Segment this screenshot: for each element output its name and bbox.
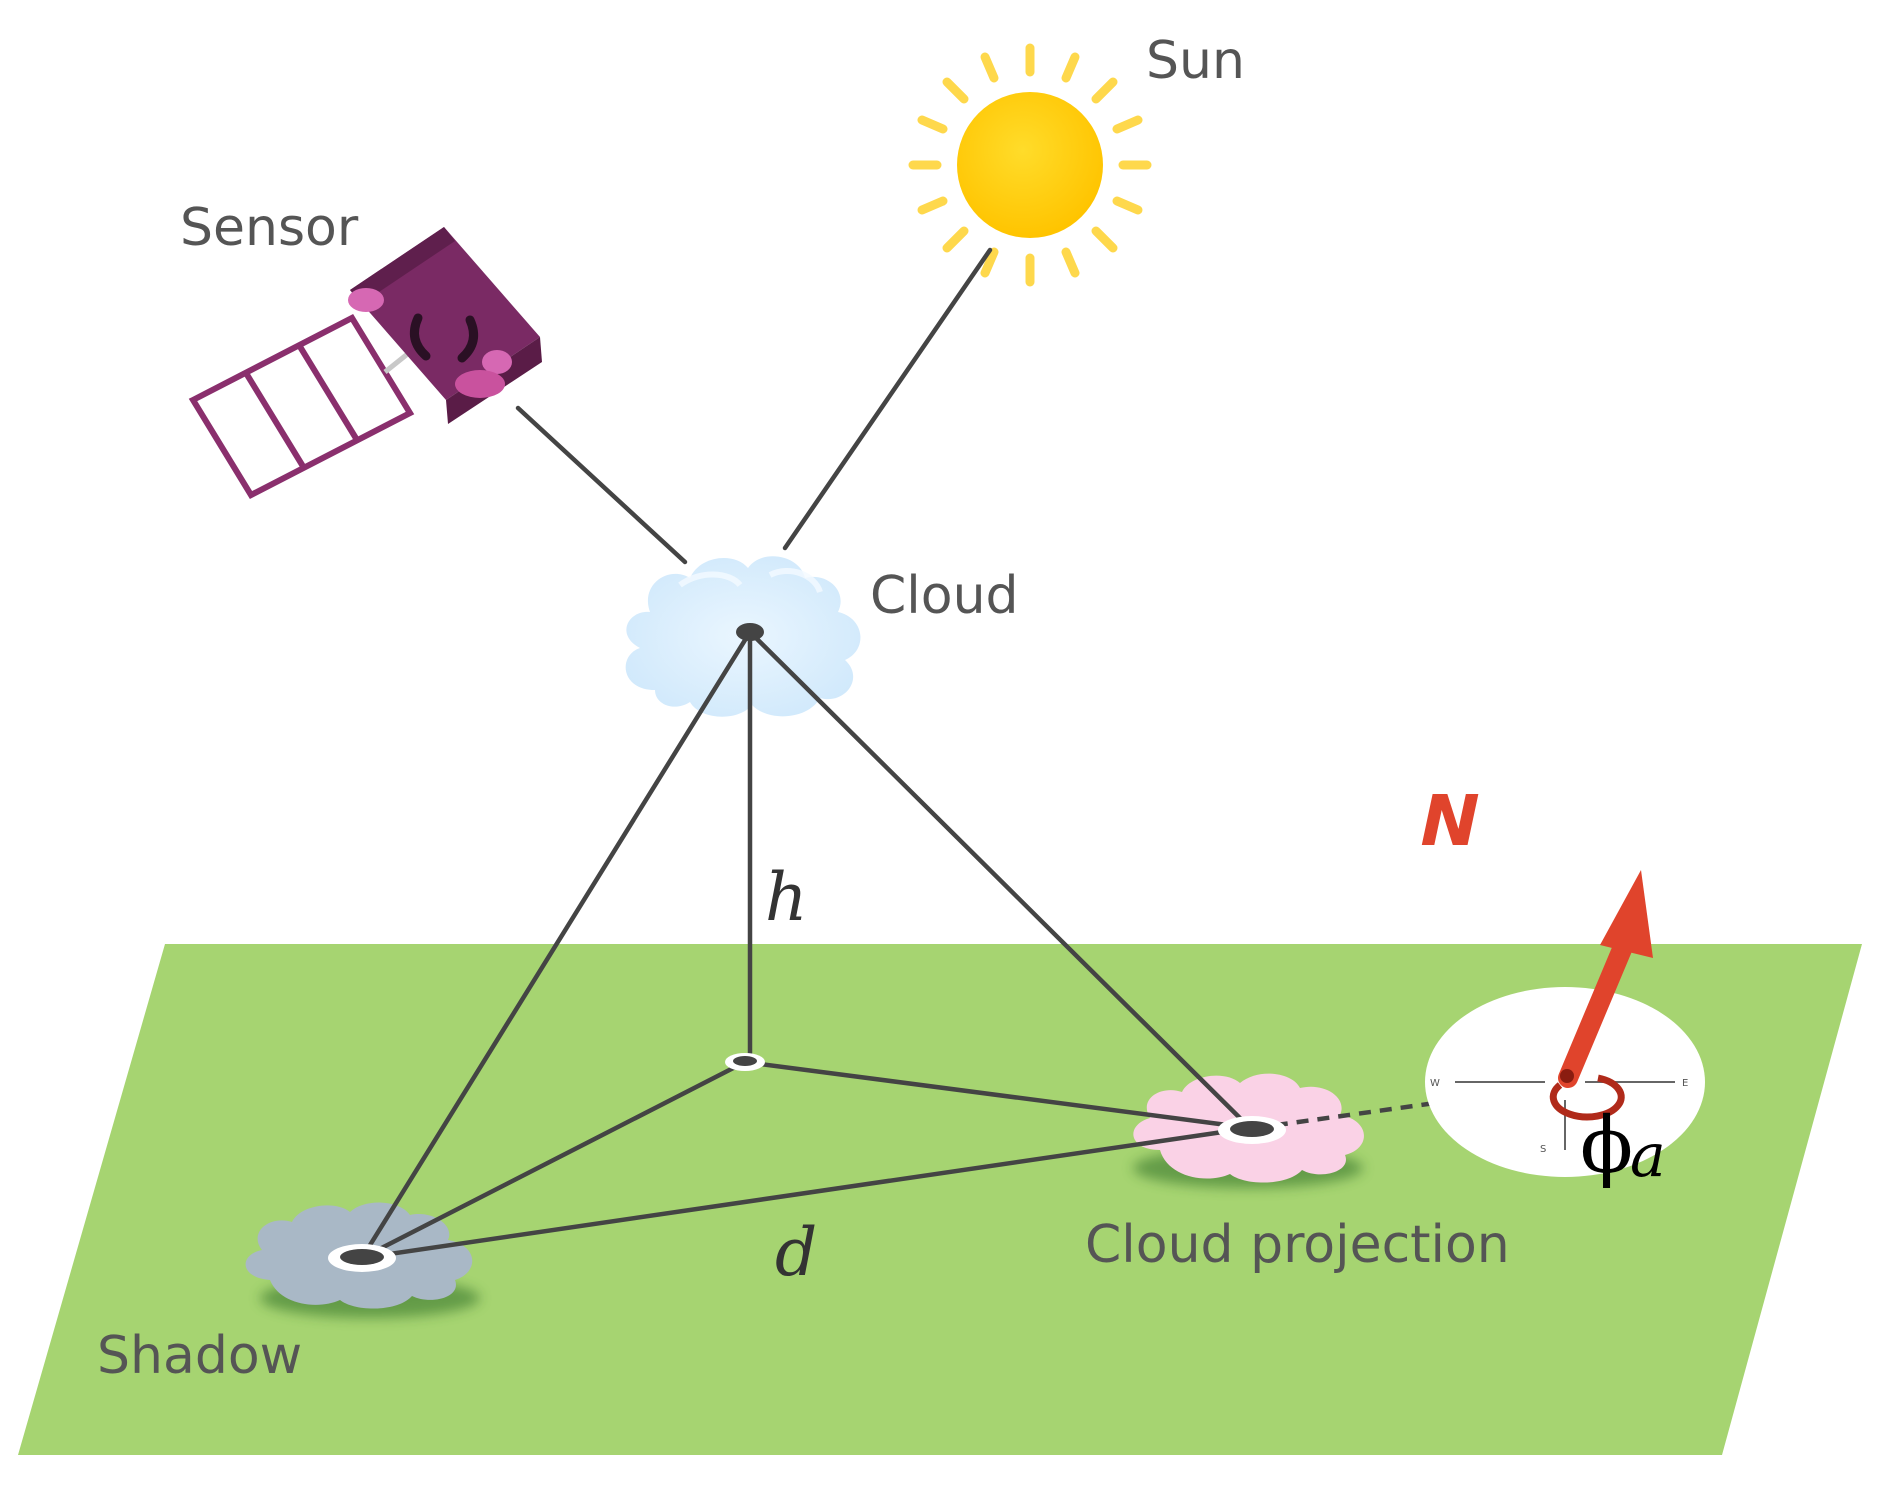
sun-ray-line: [782, 247, 993, 551]
shadow-node: [328, 1244, 396, 1272]
cloud-to-projection-line: [747, 629, 1253, 1131]
cloud-label: Cloud: [870, 566, 1019, 626]
distance-label: d: [775, 1214, 817, 1291]
compass-south: S: [1540, 1144, 1546, 1155]
shadow-label: Shadow: [97, 1326, 302, 1386]
height-label: h: [765, 859, 808, 936]
projection-node: [1218, 1116, 1286, 1144]
azimuth-phi-label: ϕ: [1580, 1101, 1633, 1191]
base-to-projection-line: [742, 1059, 1253, 1131]
north-label: N: [1412, 780, 1488, 862]
satellite-icon: [188, 227, 542, 499]
compass-east: E: [1682, 1078, 1688, 1089]
azimuth-subscript-label: a: [1630, 1121, 1666, 1191]
sensor-label: Sensor: [180, 198, 359, 258]
base-to-shadow-line: [359, 1059, 748, 1261]
cloud-projection-label: Cloud projection: [1085, 1215, 1510, 1275]
sensor-view-line: [515, 405, 688, 565]
shadow-to-projection-line: [359, 1125, 1253, 1261]
compass-west: W: [1430, 1078, 1440, 1089]
sun-label: Sun: [1146, 31, 1245, 91]
base-node: [725, 1053, 765, 1071]
cloud-node: [736, 623, 764, 641]
solar-panel: [188, 314, 415, 499]
sun-icon: [908, 43, 1152, 287]
cloud-to-shadow-line: [359, 629, 753, 1261]
north-arrow-icon: [1558, 870, 1653, 1088]
